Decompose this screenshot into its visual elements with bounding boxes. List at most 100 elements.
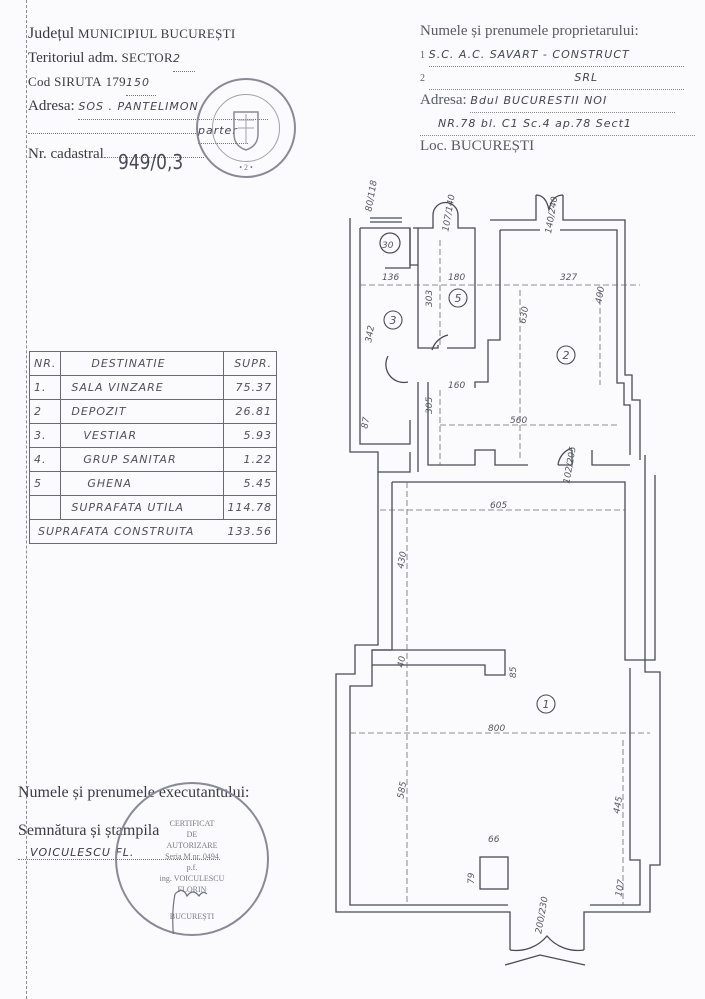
siruta-value: 179 — [105, 74, 126, 89]
stamp-line7: FLORIN — [177, 885, 207, 894]
row-destinatie: DEPOZIT — [60, 399, 224, 424]
dim-87: 87 — [360, 416, 372, 429]
stamp-authorization: CERTIFICAT DE AUTORIZARE Seria M nr. 049… — [115, 782, 269, 936]
col-nr: NR. — [28, 351, 62, 376]
util-empty — [28, 495, 62, 520]
util-value: 114.78 — [222, 495, 277, 520]
dim-85: 85 — [509, 666, 519, 678]
dim-327: 327 — [560, 273, 577, 283]
toilet-icon — [379, 232, 401, 254]
coat-of-arms-icon — [233, 111, 259, 151]
cadastral-label: Nr. cadastral — [28, 146, 104, 162]
dim-585: 585 — [396, 781, 409, 800]
row-destinatie: VESTIAR — [60, 423, 224, 448]
util-row: SUPRAFATA UTILA 114.78 — [28, 495, 277, 520]
owner-line2: SRL — [574, 71, 599, 84]
teritoriul-label: Teritoriul adm. — [28, 50, 118, 66]
dim-445: 445 — [612, 796, 625, 815]
adresa-label: Adresa: — [28, 98, 75, 114]
row-suprafata: 75.37 — [222, 375, 277, 400]
adresa-blank — [28, 133, 198, 134]
row-nr: 2 — [28, 399, 62, 424]
col-destinatie: DESTINATIE — [60, 351, 224, 376]
row-suprafata: 26.81 — [222, 399, 277, 424]
dim-40: 40 — [396, 655, 408, 668]
judet-label: Județul — [28, 25, 75, 42]
row-suprafata: 1.22 — [222, 447, 277, 472]
room-3-marker — [383, 310, 403, 330]
adresa-line1: SOS . PANTELIMON — [78, 95, 269, 120]
dim-door5-top: 107/140 — [441, 194, 457, 233]
owner-line2-num: 2 — [420, 73, 425, 84]
dim-180: 180 — [448, 273, 465, 283]
row-nr: 1. — [28, 375, 62, 400]
owner-line1: S.C. A.C. SAVART - CONSTRUCT — [428, 43, 684, 67]
judet-row: Județul MUNICIPIUL BUCUREȘTI — [28, 22, 268, 46]
dim-win-top: 80/118 — [364, 179, 379, 212]
dim-342: 342 — [364, 325, 377, 344]
construita-value: 133.56 — [227, 525, 272, 538]
dim-160: 160 — [448, 381, 465, 391]
surface-legend-table: NR. DESTINATIE SUPR. 1. SALA VINZARE 75.… — [28, 351, 277, 544]
signature-icon — [172, 889, 208, 934]
legend-header-row: NR. DESTINATIE SUPR. — [28, 351, 277, 376]
dim-wc: 30 — [382, 241, 394, 251]
cadastral-dots — [103, 157, 204, 158]
construita-cell: SUPRAFATA CONSTRUITA 133.56 — [29, 519, 277, 544]
stamp-top-bottom-text: • 2 • — [239, 163, 253, 172]
binding-margin-line — [26, 0, 27, 999]
dim-630: 630 — [518, 306, 531, 325]
loc-label: Loc. BUCUREȘTI — [420, 138, 535, 154]
cadastral-row: Nr. cadastral — [28, 142, 268, 166]
dim-303: 303 — [425, 290, 435, 307]
row-nr: 3. — [28, 423, 62, 448]
room-1-label: 1 — [543, 698, 550, 711]
dim-400: 400 — [594, 286, 607, 305]
sector-number: 2 — [172, 47, 195, 72]
teritoriul-row: Teritoriul adm. SECTOR2 — [28, 46, 268, 72]
room-5-label: 5 — [455, 292, 462, 305]
stamp-ocgc: • 2 • — [196, 78, 296, 178]
room-1-marker — [536, 694, 556, 714]
table-row: 3. VESTIAR 5.93 — [28, 423, 277, 448]
right-adresa-line1: Bdul BUCURESTII NOI — [470, 89, 676, 113]
construita-label: SUPRAFATA CONSTRUITA — [38, 525, 195, 538]
judet-value: MUNICIPIUL BUCUREȘTI — [77, 26, 236, 41]
stamp-bottom-text: BUCUREȘTI — [169, 912, 215, 921]
row-destinatie: GRUP SANITAR — [60, 447, 224, 472]
dim-430: 430 — [396, 551, 409, 570]
dim-107: 107 — [614, 879, 627, 898]
cadastral-number: 949/0,3 — [118, 150, 184, 174]
row-suprafata: 5.93 — [222, 423, 277, 448]
dim-800: 800 — [488, 724, 505, 734]
table-row: 2 DEPOZIT 26.81 — [28, 399, 277, 424]
stamp-line1: CERTIFICAT — [169, 819, 215, 828]
col-suprafata: SUPR. — [222, 351, 277, 376]
siruta-hand: 150 — [125, 71, 156, 96]
table-row: 4. GRUP SANITAR 1.22 — [28, 447, 277, 472]
construita-row: SUPRAFATA CONSTRUITA 133.56 — [29, 519, 277, 544]
siruta-row: Cod SIRUTA 179150 — [28, 70, 268, 96]
util-label: SUPRAFATA UTILA — [60, 495, 224, 520]
dim-605: 605 — [490, 501, 507, 511]
stamp-line6: ing. VOICULESCU — [159, 874, 225, 883]
siruta-label: Cod SIRUTA — [28, 74, 102, 89]
teritoriul-value: SECTOR — [121, 50, 173, 65]
right-adresa-label: Adresa: — [420, 92, 467, 108]
stamp-line5: p.f. — [186, 863, 198, 872]
stamp-line4: Seria M nr. 0494 — [165, 852, 219, 861]
dim-136: 136 — [382, 273, 399, 283]
dim-560: 560 — [510, 416, 527, 426]
dim-305: 305 — [425, 397, 435, 414]
row-nr: 5 — [28, 471, 62, 496]
room-2-label: 2 — [563, 349, 570, 362]
owner-line1-num: 1 — [420, 50, 425, 61]
stamp-line3: AUTORIZARE — [166, 841, 218, 850]
owner-label: Numele și prenumele proprietarului: — [420, 23, 639, 39]
room-2-marker — [556, 345, 576, 365]
dim-79: 79 — [467, 872, 477, 884]
room-3-label: 3 — [390, 314, 397, 327]
adresa-row: Adresa: SOS . PANTELIMON — [28, 94, 269, 120]
room-5-marker — [448, 288, 468, 308]
